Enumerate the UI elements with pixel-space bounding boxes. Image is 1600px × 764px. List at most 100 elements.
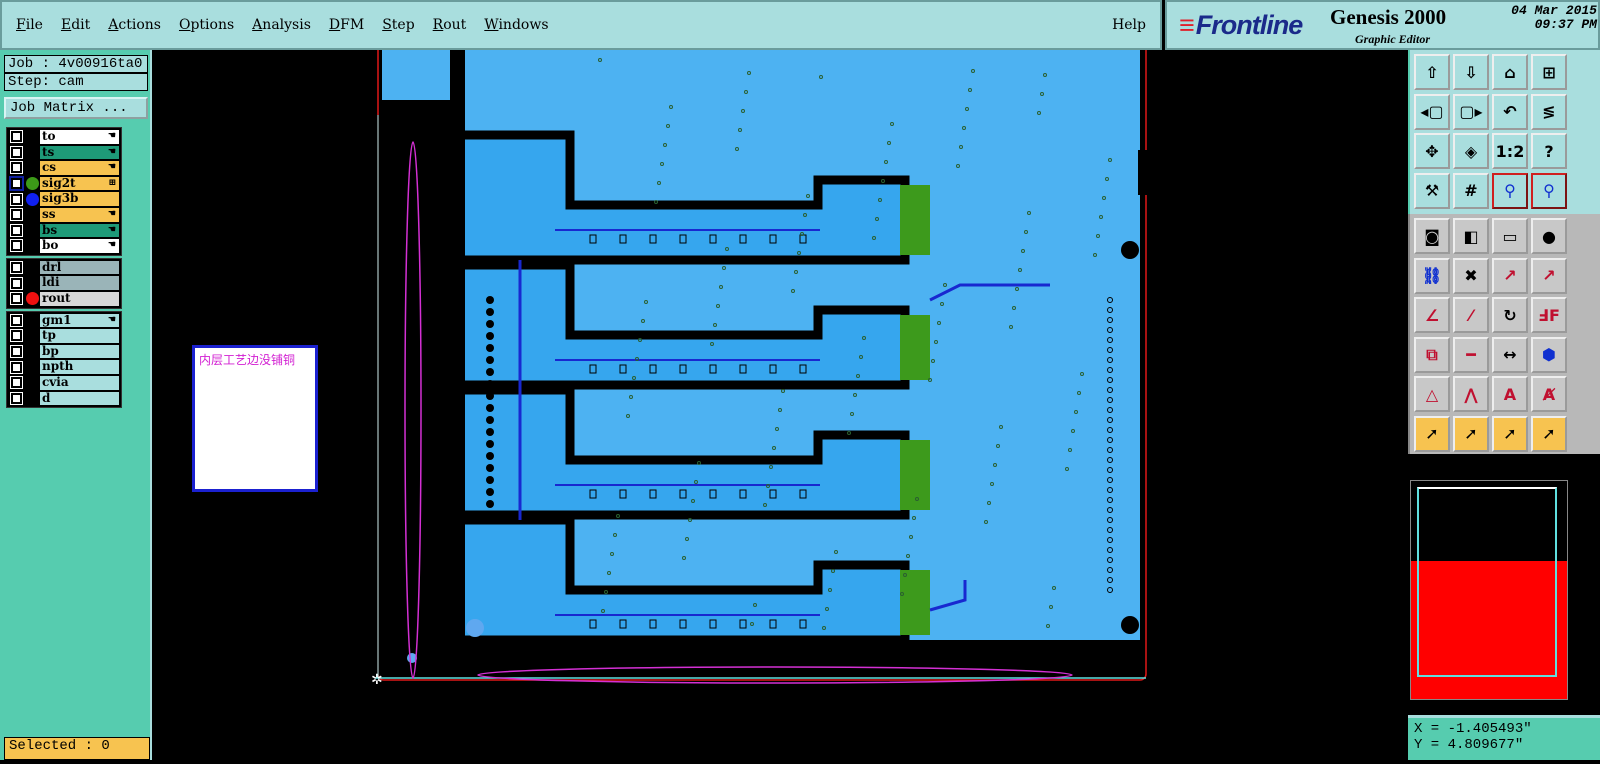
- layer-checkbox[interactable]: [10, 376, 23, 390]
- triangle-d-button[interactable]: Ⱥ: [1531, 376, 1567, 412]
- layer-name[interactable]: gm1☚: [40, 313, 119, 328]
- select-polygon-button[interactable]: ➚: [1492, 415, 1528, 452]
- rotate-button[interactable]: ↻: [1492, 297, 1528, 333]
- layer-row-npth[interactable]: npth: [8, 359, 120, 375]
- pcb-view[interactable]: ✲: [152, 39, 1408, 760]
- layer-row-ts[interactable]: ts☚: [8, 145, 120, 161]
- layer-row-tp[interactable]: tp: [8, 328, 120, 344]
- layer-checkbox[interactable]: [10, 391, 23, 405]
- layer-name[interactable]: drl: [40, 260, 119, 275]
- move-solid-button[interactable]: ↗: [1531, 257, 1567, 294]
- menu-help[interactable]: Help: [1112, 17, 1146, 33]
- layer-name[interactable]: ldi: [40, 276, 119, 290]
- layer-checkbox[interactable]: [9, 176, 24, 192]
- layer-checkbox[interactable]: [10, 239, 23, 253]
- add-surface-button[interactable]: ◧: [1453, 218, 1489, 254]
- layer-name[interactable]: bp: [40, 344, 119, 359]
- move-hollow-button[interactable]: ↗: [1492, 257, 1528, 294]
- layer-name[interactable]: tp: [40, 329, 119, 343]
- help-button[interactable]: ?: [1531, 133, 1567, 169]
- undo-view-button[interactable]: ↶: [1492, 93, 1528, 130]
- layer-checkbox[interactable]: [10, 360, 23, 374]
- mirror-button[interactable]: ℲF: [1531, 297, 1567, 333]
- zoom-fit-button[interactable]: ✥: [1414, 133, 1450, 169]
- layer-name[interactable]: bo☚: [40, 239, 119, 253]
- scale-1-2-button[interactable]: 1:2: [1492, 133, 1528, 169]
- line-color-button[interactable]: ⁄: [1453, 297, 1489, 333]
- xy-grid-button[interactable]: ⊞: [1531, 54, 1567, 90]
- layer-row-ss[interactable]: ss☚: [8, 207, 120, 223]
- layer-name[interactable]: cvia: [40, 375, 119, 390]
- select-box-button[interactable]: ➚: [1453, 415, 1489, 452]
- overview-map[interactable]: [1410, 480, 1568, 700]
- menu-dfm[interactable]: DFM: [328, 17, 365, 33]
- layer-name[interactable]: sig3b: [40, 192, 119, 206]
- menu-options[interactable]: Options: [178, 17, 235, 33]
- menu-rout[interactable]: Rout: [432, 17, 467, 33]
- layer-row-ldi[interactable]: ldi: [8, 275, 120, 291]
- layer-checkbox[interactable]: [10, 192, 23, 206]
- grid-button[interactable]: #: [1453, 172, 1489, 209]
- layer-name[interactable]: ts☚: [40, 145, 119, 160]
- zoom-out-button[interactable]: ⇩: [1453, 54, 1489, 90]
- layer-row-to[interactable]: to☚: [8, 129, 120, 145]
- layer-checkbox[interactable]: [10, 208, 23, 222]
- fill-pad-button[interactable]: ●: [1531, 218, 1567, 254]
- delete-button[interactable]: ✖: [1453, 257, 1489, 294]
- layer-checkbox[interactable]: [10, 223, 23, 237]
- tools-palette-button[interactable]: ⚒: [1414, 172, 1450, 209]
- layer-row-gm1[interactable]: gm1☚: [8, 313, 120, 329]
- layer-checkbox[interactable]: [10, 329, 23, 343]
- layer-name[interactable]: rout: [40, 291, 119, 306]
- graphic-canvas[interactable]: ✲: [152, 39, 1408, 760]
- layer-name[interactable]: sig2t⊞: [40, 176, 119, 191]
- layer-checkbox[interactable]: [10, 161, 23, 175]
- layer-checkbox[interactable]: [10, 145, 23, 159]
- copy-pad-button[interactable]: ⧉: [1414, 336, 1450, 373]
- menu-edit[interactable]: Edit: [60, 17, 91, 33]
- layer-row-bs[interactable]: bs☚: [8, 223, 120, 239]
- measure-ruler-button[interactable]: ▭: [1492, 218, 1528, 254]
- resize-button[interactable]: ↔: [1492, 336, 1528, 373]
- layer-row-cs[interactable]: cs☚: [8, 160, 120, 176]
- pan-left-button[interactable]: ◂▢: [1414, 93, 1450, 130]
- layer-name[interactable]: d: [40, 391, 119, 406]
- layer-row-sig2t[interactable]: sig2t⊞: [8, 176, 120, 192]
- add-line-button[interactable]: ∠: [1414, 297, 1450, 333]
- layer-checkbox[interactable]: [10, 345, 23, 359]
- layer-name[interactable]: npth: [40, 360, 119, 374]
- zoom-center-button[interactable]: ◈: [1453, 133, 1489, 169]
- triangle-a-button[interactable]: △: [1414, 376, 1450, 412]
- select-pointer-button[interactable]: ➚: [1414, 415, 1450, 452]
- layer-row-drl[interactable]: drl: [8, 260, 120, 276]
- home-button[interactable]: ⌂: [1492, 54, 1528, 90]
- layer-row-bo[interactable]: bo☚: [8, 238, 120, 254]
- layer-checkbox[interactable]: [10, 130, 23, 144]
- menu-actions[interactable]: Actions: [108, 17, 161, 33]
- layer-name[interactable]: bs☚: [40, 223, 119, 238]
- triangle-c-button[interactable]: A: [1492, 376, 1528, 412]
- redraw-button[interactable]: ≶: [1531, 93, 1567, 130]
- triangle-b-button[interactable]: ⋀: [1453, 376, 1489, 412]
- netlist-bottom-button[interactable]: ⚲: [1531, 172, 1567, 209]
- connect-button[interactable]: ⛓: [1414, 257, 1450, 294]
- pan-right-button[interactable]: ▢▸: [1453, 93, 1489, 130]
- zoom-in-button[interactable]: ⇧: [1414, 54, 1450, 90]
- layer-name[interactable]: cs☚: [40, 161, 119, 175]
- layer-checkbox[interactable]: [10, 261, 23, 275]
- layer-row-d[interactable]: d: [8, 391, 120, 407]
- layer-name[interactable]: ss☚: [40, 207, 119, 222]
- layer-checkbox[interactable]: [10, 292, 23, 306]
- job-matrix-button[interactable]: Job Matrix ...: [4, 97, 148, 119]
- layer-row-sig3b[interactable]: sig3b: [8, 191, 120, 207]
- netlist-top-button[interactable]: ⚲: [1492, 172, 1528, 209]
- menu-windows[interactable]: Windows: [484, 17, 549, 33]
- select-net-button[interactable]: ➚: [1531, 415, 1567, 452]
- split-line-button[interactable]: ━: [1453, 336, 1489, 373]
- menu-file[interactable]: File: [16, 17, 43, 33]
- layer-name[interactable]: to☚: [40, 130, 119, 144]
- layer-checkbox[interactable]: [10, 313, 23, 327]
- layer-checkbox[interactable]: [10, 276, 23, 290]
- layer-row-bp[interactable]: bp: [8, 344, 120, 360]
- merge-shapes-button[interactable]: ⬢: [1531, 336, 1567, 373]
